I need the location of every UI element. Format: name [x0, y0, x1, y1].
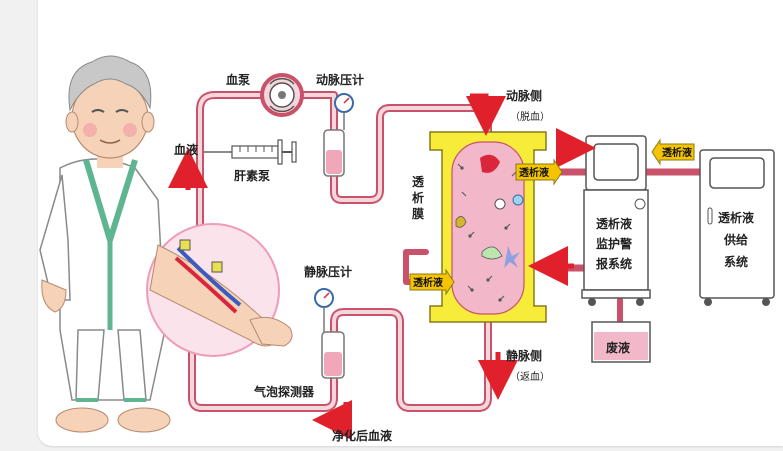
label-venous-side: 静脉侧	[506, 348, 542, 363]
dialysate-supply-machine	[699, 149, 775, 306]
label-blood: 血液	[174, 142, 198, 157]
label-dialysate-out: 透析液	[413, 276, 443, 289]
label-dialysate-in: 透析液	[519, 166, 549, 179]
label-venous-side-sub: （返血）	[510, 370, 550, 383]
diagram-card	[38, 0, 783, 446]
label-monitor-1: 透析液	[596, 216, 632, 231]
blood-pump	[260, 73, 304, 117]
label-supply-3: 系统	[724, 254, 748, 269]
arterial-drip-chamber	[323, 129, 345, 177]
arm-access-closeup	[146, 223, 293, 357]
venous-drip-chamber	[321, 331, 345, 379]
dialysate-monitor-machine	[581, 135, 651, 306]
label-waste: 废液	[606, 340, 630, 355]
label-arterial-side: 动脉侧	[506, 88, 542, 103]
heparin-syringe	[204, 139, 297, 165]
dialyzer	[429, 131, 547, 323]
label-cleaned-blood: 净化后血液	[332, 428, 392, 443]
label-bubble-detector: 气泡探测器	[253, 384, 315, 399]
dialysate-supply-tag	[651, 138, 695, 166]
waste-container	[591, 321, 651, 363]
patient-illustration	[39, 55, 171, 433]
label-heparin-pump: 肝素泵	[234, 168, 270, 183]
label-venous-gauge: 静脉压计	[304, 264, 352, 279]
label-arterial-gauge: 动脉压计	[316, 72, 364, 87]
label-dialyzer-1: 透	[412, 175, 425, 189]
flow-arrows	[168, 93, 596, 440]
label-dialyzer-3: 膜	[412, 206, 424, 221]
arterial-pressure-gauge	[334, 93, 354, 130]
label-monitor-2: 监护警	[596, 236, 632, 251]
label-supply-2: 供给	[723, 232, 748, 247]
label-arterial-side-sub: （脱血）	[510, 110, 550, 123]
label-monitor-3: 报系统	[596, 256, 632, 271]
dialysate-in-tag	[515, 158, 563, 186]
label-blood-pump: 血泵	[226, 72, 250, 87]
dialysate-out-tag	[409, 268, 455, 296]
label-supply-1: 透析液	[718, 210, 754, 225]
label-dialysate-supply-tag: 透析液	[662, 146, 692, 159]
venous-pressure-gauge	[314, 288, 334, 332]
label-dialyzer-2: 析	[412, 190, 424, 205]
